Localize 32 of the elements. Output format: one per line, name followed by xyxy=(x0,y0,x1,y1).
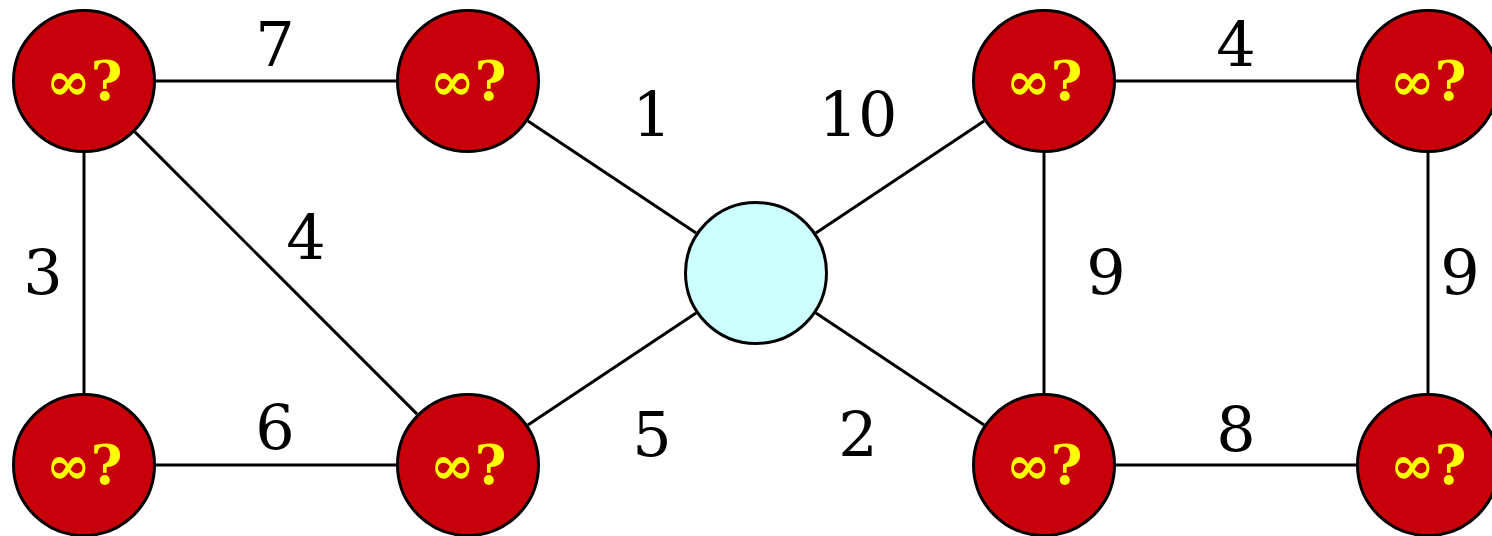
node-label: ∞? xyxy=(45,438,123,492)
connector-line xyxy=(156,463,396,467)
edge-label: 1 xyxy=(632,84,672,146)
node-label: ∞? xyxy=(1389,54,1467,108)
connector-line xyxy=(527,119,697,235)
edge-label: 7 xyxy=(255,14,295,76)
node-label: ∞? xyxy=(45,54,123,108)
edge-label: 8 xyxy=(1216,399,1256,461)
edge-label: 9 xyxy=(1086,242,1126,304)
edge-label: 2 xyxy=(838,404,878,466)
node-label: ∞? xyxy=(429,54,507,108)
connector-line xyxy=(82,153,86,393)
node-label: ∞? xyxy=(1005,438,1083,492)
connector-line xyxy=(1042,153,1046,393)
connector-line xyxy=(527,311,697,427)
node-label: ∞? xyxy=(1389,438,1467,492)
node-label: ∞? xyxy=(1005,54,1083,108)
connector-line xyxy=(815,311,985,427)
edge-label: 4 xyxy=(286,207,326,269)
edge-label: 4 xyxy=(1216,14,1256,76)
connector-line xyxy=(133,130,419,416)
connector-line xyxy=(1116,463,1356,467)
connector-line xyxy=(1116,79,1356,83)
edge-label: 3 xyxy=(23,242,63,304)
edge-label: 6 xyxy=(255,397,295,459)
connector-line xyxy=(1426,153,1430,393)
edge-label: 5 xyxy=(632,404,672,466)
connector-line xyxy=(815,119,985,235)
connector-line xyxy=(156,79,396,83)
edge-label: 9 xyxy=(1440,242,1480,304)
node-label: ∞? xyxy=(429,438,507,492)
edge-label: 10 xyxy=(818,84,898,146)
